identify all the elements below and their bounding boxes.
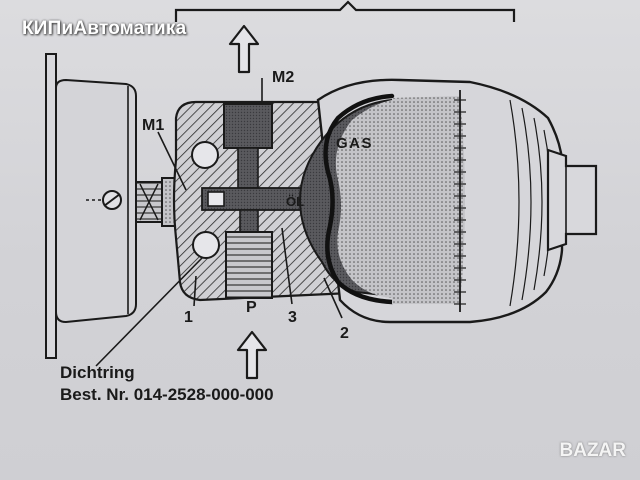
weld-ticks — [454, 99, 466, 305]
label-gas: GAS — [336, 135, 373, 152]
gauge-neck — [135, 181, 163, 223]
label-3: 3 — [288, 309, 297, 326]
m2-channel — [237, 147, 259, 189]
vessel-body — [392, 96, 465, 304]
gauge-plate — [45, 53, 57, 359]
bolt-hole-bottom — [192, 231, 220, 259]
label-m1: M1 — [142, 117, 164, 134]
p-arrow-icon — [236, 330, 268, 380]
leader-lines — [95, 78, 343, 367]
p-port-thread — [225, 231, 273, 299]
m2-arrow-icon — [228, 24, 260, 74]
valve-element — [207, 191, 225, 207]
watermark-logo: BAZAR — [559, 440, 627, 461]
gauge-body — [55, 78, 137, 324]
label-oil: ÖL — [286, 194, 304, 209]
screw-icon — [102, 190, 122, 210]
caption-dichtring: Dichtring — [60, 363, 135, 382]
label-p: P — [246, 299, 257, 316]
label-2: 2 — [340, 325, 349, 342]
p-channel — [239, 209, 259, 233]
bolt-hole-top — [191, 141, 219, 169]
bladder-membrane — [323, 93, 395, 305]
caption-order-number: Best. Nr. 014-2528-000-000 — [60, 385, 274, 404]
brand-overlay: КИПиАвтоматика — [22, 18, 187, 39]
hex-mark — [139, 183, 159, 221]
gas-region — [335, 100, 392, 298]
gas-valve-outlet — [546, 148, 598, 252]
top-bracket — [174, 0, 516, 22]
label-1: 1 — [184, 309, 193, 326]
label-m2: M2 — [272, 69, 294, 86]
m2-port — [223, 103, 273, 149]
